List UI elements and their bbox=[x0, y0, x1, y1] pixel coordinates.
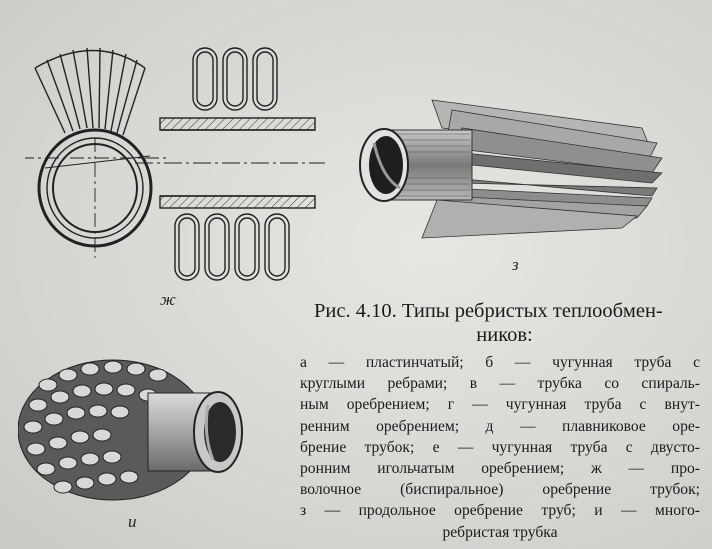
caption-line: з — продольное оребрение труб; и — много… bbox=[300, 502, 700, 520]
figure-zh-drawing bbox=[25, 47, 325, 281]
figure-caption-title: Рис. 4.10. Типы ребристых теплообмен- ни… bbox=[312, 299, 697, 347]
caption-line: брение трубок; е — чугунная труба с двус… bbox=[300, 438, 700, 456]
caption-line: ронним игольчатым оребрением; ж — про- bbox=[300, 460, 700, 478]
caption-title-line-2: ников: bbox=[476, 324, 533, 346]
figure-z-drawing bbox=[359, 99, 663, 239]
figure-caption-body: а — пластинчатый; б — чугунная труба с к… bbox=[300, 352, 700, 543]
caption-line: ным оребрением; г — чугунная труба с вну… bbox=[300, 396, 700, 414]
figure-i-drawing bbox=[18, 359, 243, 501]
figure-z-label: з bbox=[512, 255, 519, 274]
caption-line: ренним оребрением; д — плавниковое оре- bbox=[300, 417, 700, 435]
caption-line: ребристая трубка bbox=[442, 523, 558, 541]
caption-line: круглыми ребрами; в — трубка со спираль- bbox=[300, 375, 700, 393]
figure-zh-label: ж bbox=[160, 290, 176, 309]
figure-i-label: и bbox=[128, 512, 137, 531]
caption-line: а — пластинчатый; б — чугунная труба с bbox=[300, 354, 700, 371]
caption-title-line-1: Рис. 4.10. Типы ребристых теплообмен- bbox=[314, 300, 663, 322]
caption-line: волочное (биспиральное) оребрение трубок… bbox=[300, 481, 700, 499]
